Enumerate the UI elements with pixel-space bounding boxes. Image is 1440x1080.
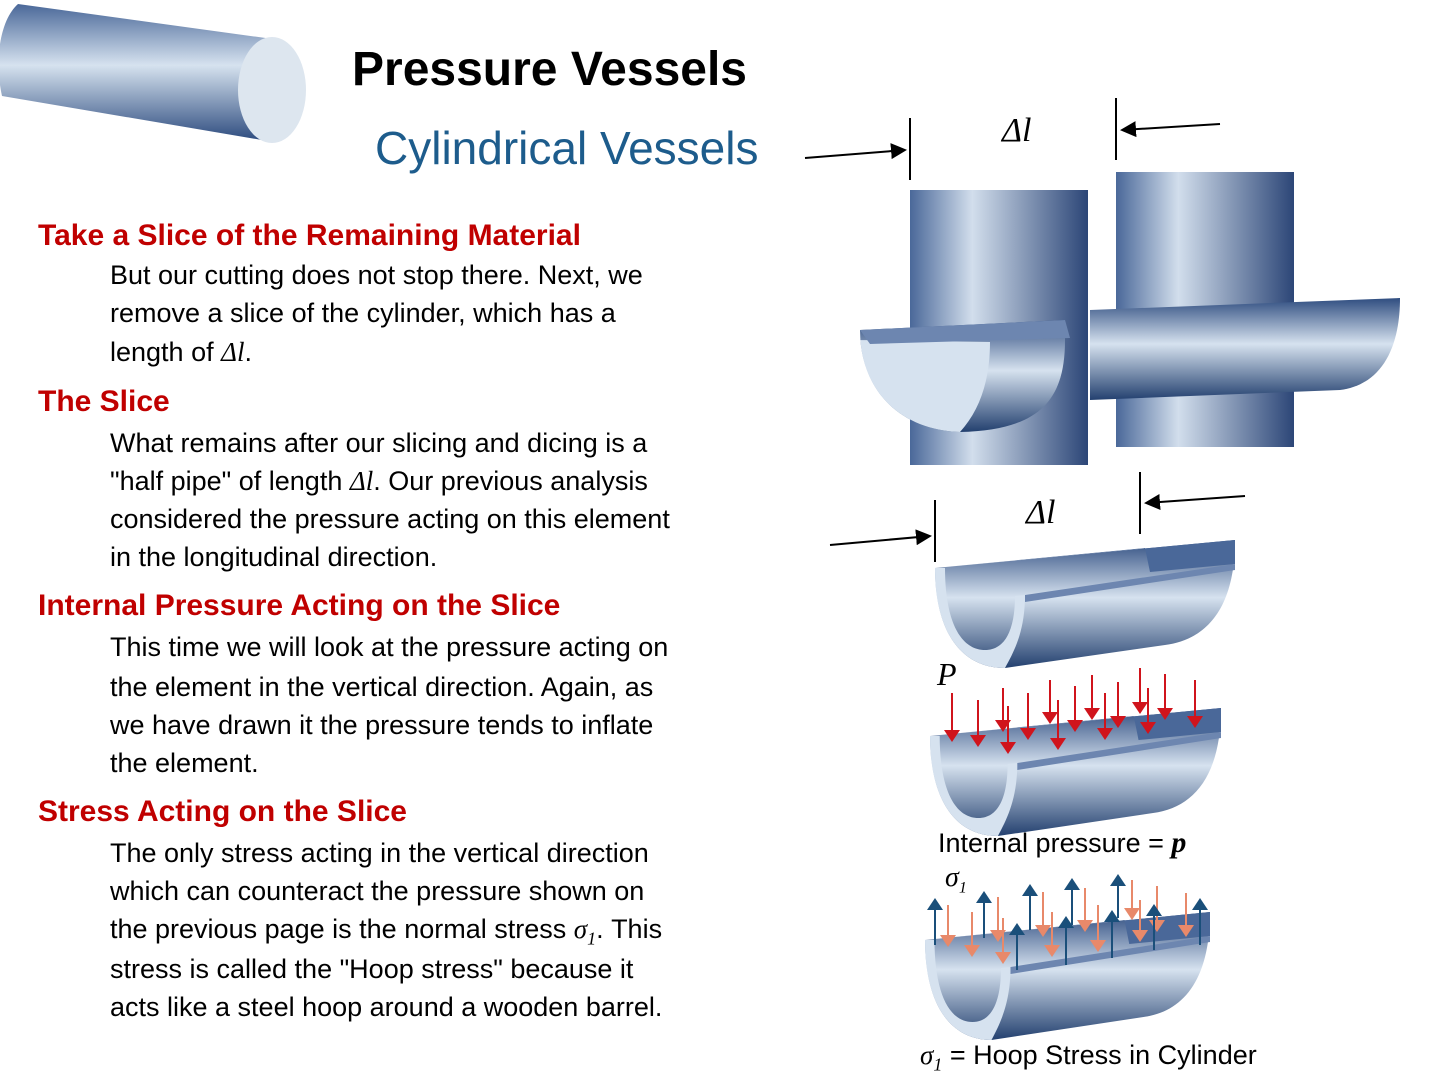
math-sigma: σ [573, 914, 588, 944]
text-line: in the longitudinal direction. [110, 542, 438, 572]
math-p: p [1171, 826, 1187, 859]
text-line: But our cutting does not stop there. Nex… [110, 260, 643, 290]
text-line: which can counteract the pressure shown … [110, 876, 645, 906]
heading-the-slice: The Slice [38, 385, 170, 418]
text-line: The only stress acting in the vertical d… [110, 838, 649, 868]
pressure-figure [930, 668, 1221, 836]
text-line: we have drawn it the pressure tends to i… [110, 710, 654, 740]
text-line: stress is called the "Hoop stress" becau… [110, 954, 634, 984]
text-line: length of Δl. [110, 337, 252, 368]
text: = Hoop Stress in Cylinder [942, 1040, 1257, 1070]
text-line: What remains after our slicing and dicin… [110, 428, 648, 458]
text: . [244, 337, 252, 367]
math-subscript: 1 [958, 879, 967, 897]
page-title: Pressure Vessels [352, 43, 747, 96]
caption-internal-pressure: Internal pressure = p [938, 826, 1186, 860]
sliced-cylinder-figure [804, 98, 1400, 465]
text-line: remove a slice of the cylinder, which ha… [110, 298, 616, 328]
page-subtitle: Cylindrical Vessels [375, 122, 759, 174]
hoop-stress-figure [925, 874, 1210, 1040]
text: . This [596, 914, 663, 944]
heading-take-a-slice: Take a Slice of the Remaining Material [38, 219, 581, 252]
text: "half pipe" of length [110, 466, 350, 496]
cylinder-icon [0, 4, 306, 143]
math-subscript: 1 [933, 1054, 943, 1075]
delta-l-label-top: Δl [1002, 112, 1032, 149]
half-pipe-figure [829, 472, 1246, 668]
math-delta-l: Δl [349, 466, 374, 496]
math-delta-l: Δl [221, 337, 245, 367]
text: the previous page is the normal stress [110, 914, 574, 944]
math-sigma: σ [920, 1040, 934, 1070]
heading-stress-acting: Stress Acting on the Slice [38, 795, 407, 828]
text-line: considered the pressure acting on this e… [110, 504, 670, 534]
text: . Our previous analysis [373, 466, 648, 496]
pressure-arrows [944, 668, 1203, 754]
pressure-label: P [937, 656, 957, 692]
sigma-label: σ1 [945, 862, 967, 898]
heading-internal-pressure: Internal Pressure Acting on the Slice [38, 589, 561, 622]
text: Internal pressure = [938, 828, 1172, 858]
text-line: acts like a steel hoop around a wooden b… [110, 992, 663, 1022]
text-line: This time we will look at the pressure a… [110, 632, 669, 662]
text-line: the previous page is the normal stress σ… [110, 914, 662, 949]
delta-l-label-slice: Δl [1026, 494, 1056, 531]
caption-hoop-stress: σ1 = Hoop Stress in Cylinder [920, 1040, 1257, 1075]
math-sigma: σ [945, 862, 959, 893]
text-line: the element. [110, 748, 259, 778]
text-line: "half pipe" of length Δl. Our previous a… [110, 466, 648, 497]
text: length of [110, 337, 222, 367]
text-line: the element in the vertical direction. A… [110, 672, 654, 702]
math-subscript: 1 [587, 928, 597, 949]
